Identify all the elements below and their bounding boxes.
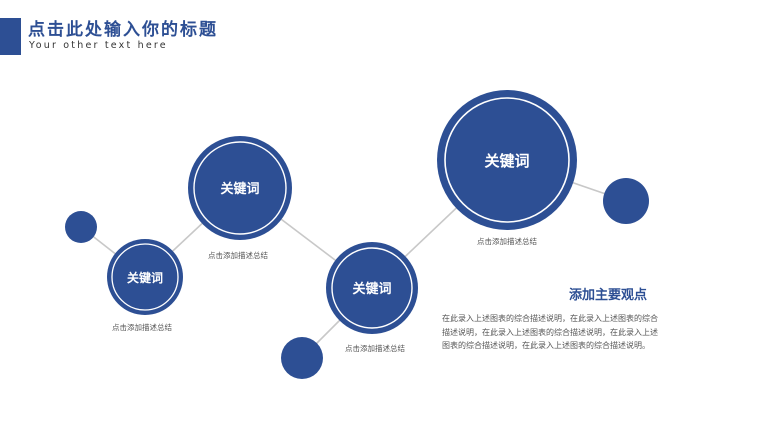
keyword-label: 关键词 — [127, 270, 163, 285]
keyword-circle-1[interactable]: 关键词 — [107, 239, 183, 315]
accent-dot — [281, 337, 323, 379]
title-accent-bar — [0, 18, 21, 55]
keyword-caption[interactable]: 点击添加描述总结 — [112, 323, 172, 332]
keyword-caption[interactable]: 点击添加描述总结 — [477, 237, 537, 246]
page-subtitle[interactable]: Your other text here — [29, 40, 168, 51]
keyword-label: 关键词 — [484, 152, 529, 170]
accent-dot — [65, 211, 97, 243]
keyword-label: 关键词 — [352, 281, 391, 297]
main-point-body[interactable]: 在此录入上述图表的综合描述说明，在此录入上述图表的综合描述说明，在此录入上述图表… — [442, 314, 658, 350]
keyword-label: 关键词 — [220, 181, 259, 197]
keyword-caption[interactable]: 点击添加描述总结 — [345, 344, 405, 353]
keyword-circle-4[interactable]: 关键词 — [437, 90, 577, 230]
keyword-caption[interactable]: 点击添加描述总结 — [208, 251, 268, 260]
keyword-circle-2[interactable]: 关键词 — [188, 136, 292, 240]
accent-dot — [603, 178, 649, 224]
main-point-title[interactable]: 添加主要观点 — [569, 288, 648, 303]
keyword-circle-3[interactable]: 关键词 — [326, 242, 418, 334]
page-title[interactable]: 点击此处输入你的标题 — [28, 20, 218, 40]
